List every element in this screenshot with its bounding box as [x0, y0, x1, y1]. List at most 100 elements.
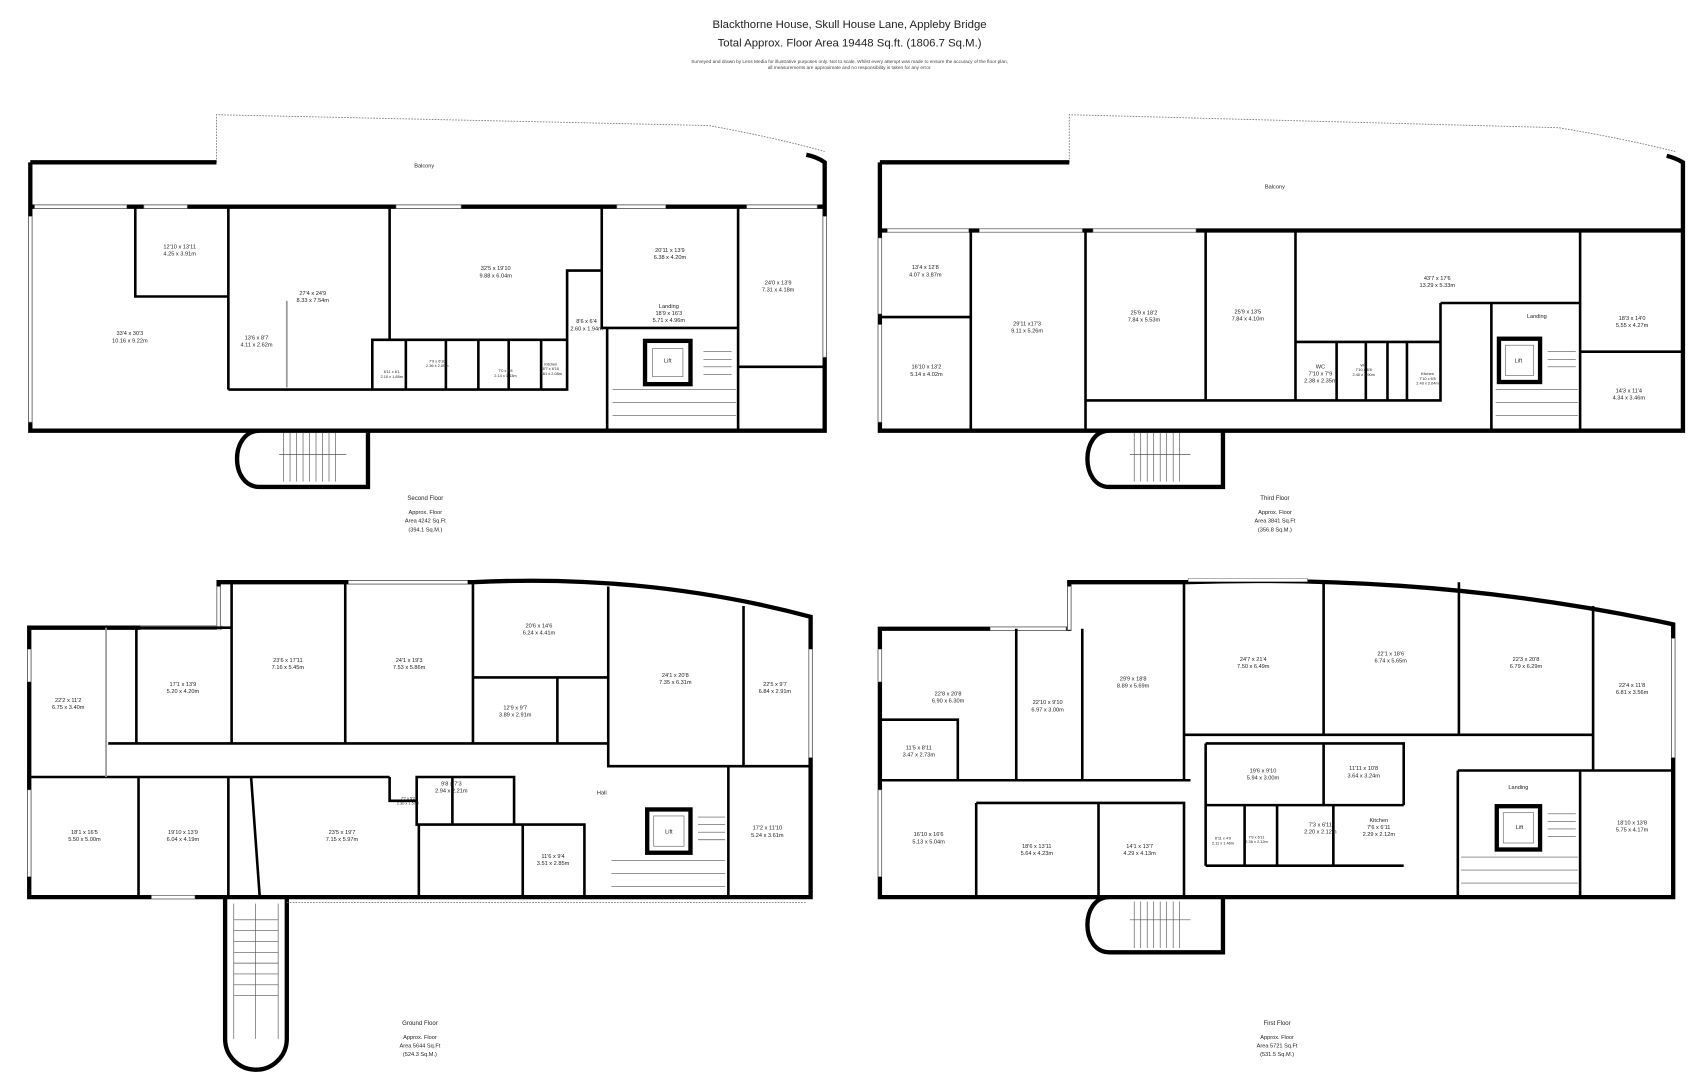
- room-dimensions-metric: 5.94 x 3.00m: [1247, 775, 1280, 781]
- room-dimensions-imperial: 7'10 x 7'9: [1309, 372, 1333, 378]
- room-dimensions-imperial: 7'10 x 6'8: [1355, 367, 1371, 372]
- room-label: 6'11 x 6'12.10 x 1.85m: [381, 369, 403, 379]
- room-dimensions-imperial: 18'6 x 13'11: [1022, 844, 1051, 850]
- room-label: 22'3 x 20'86.79 x 6.29m: [1510, 657, 1543, 670]
- room-dimensions-imperial: 6'11 x 4'9: [1215, 836, 1231, 841]
- room-label: 33'4 x 30'310.16 x 9.22m: [112, 331, 148, 344]
- room-dimensions-imperial: 23'6 x 17'11: [273, 658, 302, 664]
- room-dimensions-imperial: 29'9 x 18'8: [1120, 676, 1147, 682]
- room-dimensions-metric: 3.47 x 2.73m: [903, 753, 936, 759]
- room-dimensions-metric: 2.36 x 2.12m: [1245, 839, 1267, 844]
- room-dimensions-metric: 3.64 x 3.24m: [1347, 773, 1380, 779]
- room-label: 22'5 x 9'76.84 x 2.91m: [759, 682, 792, 695]
- disclaimer-line-2: all measurements are approximate and no …: [768, 65, 932, 71]
- plan-subtitle: Total Approx. Floor Area 19448 Sq.ft. (1…: [718, 38, 982, 50]
- room-dimensions-metric: 7.53 x 5.86m: [393, 665, 426, 671]
- room-dimensions-metric: 10.16 x 9.22m: [112, 338, 148, 344]
- room-label: 22'8 x 20'86.90 x 6.30m: [932, 692, 965, 705]
- room-label: 43'7 x 17'613.29 x 5.33m: [1419, 276, 1455, 289]
- room-dimensions-metric: 7.84 x 5.53m: [1128, 318, 1161, 324]
- balcony-label: Balcony: [414, 164, 434, 170]
- room-dimensions-metric: 5.14 x 4.02m: [910, 372, 943, 378]
- room-dimensions-metric: 2.61 x 2.08m: [540, 371, 562, 376]
- room-label: 29'11 x17'39.11 x 5.26m: [1011, 321, 1043, 334]
- room-dimensions-imperial: 11'5 x 8'11: [906, 746, 932, 752]
- floor-area-sqm: (394.1 Sq.M.): [408, 527, 442, 533]
- room-dimensions-metric: 2.29 x 2.12m: [1363, 832, 1396, 838]
- room-name: Kitchen: [1369, 818, 1388, 824]
- room-dimensions-imperial: 19'6 x 9'10: [1250, 768, 1277, 774]
- room-dimensions-metric: 2.36 x 2.09m: [426, 363, 448, 368]
- floor-area-sqm: (524.3 Sq.M.): [403, 1052, 437, 1058]
- room-label: 18'1 x 16'55.50 x 5.00m: [68, 830, 101, 843]
- room-dimensions-metric: 4.11 x 2.62m: [240, 343, 272, 349]
- room-dimensions-metric: 2.14 x 1.43m: [494, 373, 516, 378]
- room-dimensions-metric: 6.97 x 3.00m: [1031, 707, 1064, 713]
- room-label: 7'9 x 6'112.36 x 2.12m: [1245, 834, 1267, 844]
- room-label: 17'2 x 11'105.24 x 3.61m: [751, 826, 784, 839]
- room-dimensions-metric: 5.71 x 4.96m: [653, 318, 686, 324]
- room-name: Landing: [659, 304, 679, 310]
- room-dimensions-metric: 2.11 x 1.46m: [1212, 840, 1234, 845]
- room-label: 22'2 x 11'26.75 x 3.40m: [52, 698, 85, 711]
- room-dimensions-imperial: 22'8 x 20'8: [935, 692, 962, 698]
- room-dimensions-imperial: 18'3 x 14'0: [1619, 316, 1646, 322]
- room-dimensions-imperial: 14'1 x 13'7: [1126, 844, 1153, 850]
- floor-area-caption: Approx. Floor: [403, 1035, 437, 1041]
- floor-area-sqft: Area 4242 Sq.Ft: [405, 519, 446, 525]
- room-label: 25'9 x 18'27.84 x 5.53m: [1128, 311, 1161, 324]
- room-dimensions-imperial: 20'6 x 14'6: [526, 623, 553, 629]
- floor-area-sqft: Area 3841 Sq.Ft: [1254, 519, 1295, 525]
- room-dimensions-metric: 6.04 x 4.19m: [167, 837, 200, 843]
- room-label: 18'3 x 14'05.55 x 4.27m: [1616, 316, 1649, 329]
- room-dimensions-imperial: 7'9 x 6'10: [429, 358, 445, 363]
- room-dimensions-imperial: 25'9 x 18'2: [1131, 311, 1158, 317]
- room-dimensions-metric: 6.84 x 2.91m: [759, 689, 792, 695]
- room-dimensions-imperial: 33'4 x 30'3: [116, 331, 143, 337]
- room-dimensions-imperial: 20'11 x 13'9: [655, 248, 684, 254]
- room-dimensions-imperial: 24'0 x 13'9: [765, 280, 792, 286]
- room-label: 22'10 x 9'106.97 x 3.00m: [1031, 700, 1064, 713]
- room-dimensions-metric: 3.51 x 2.85m: [537, 861, 570, 867]
- room-label: 23'5 x 19'77.15 x 5.97m: [326, 830, 359, 843]
- room-label: 22'4 x 11'86.81 x 3.56m: [1616, 683, 1649, 696]
- room-dimensions-metric: 9.11 x 5.26m: [1011, 329, 1043, 335]
- room-label: 13'6 x 8'74.11 x 2.62m: [240, 335, 272, 348]
- room-label: 24'1 x 19'37.53 x 5.86m: [393, 658, 426, 671]
- room-dimensions-imperial: 24'7 x 21'4: [1240, 657, 1267, 663]
- landing-label: Landing: [1527, 314, 1547, 320]
- room-dimensions-metric: 7.31 x 4.18m: [762, 287, 795, 293]
- first-floor-plan: Landing Lift First Floor Approx. Floor A…: [877, 578, 1676, 1058]
- lift-label: Lift: [1515, 359, 1523, 365]
- disclaimer-line-1: Surveyed and drawn by Lens Media for ill…: [691, 59, 1008, 65]
- room-dimensions-imperial: 23'5 x 19'7: [329, 830, 356, 836]
- floor-area-sqm: (531.5 Sq.M.): [1260, 1052, 1294, 1058]
- room-dimensions-metric: 8.89 x 5.69m: [1117, 683, 1150, 689]
- room-dimensions-imperial: 18'10 x 13'8: [1617, 820, 1647, 826]
- room-label: WC7'10 x 6'82.40 x 1.90m: [1352, 362, 1374, 377]
- room-dimensions-imperial: 17'1 x 13'9: [170, 682, 197, 688]
- room-dimensions-metric: 4.29 x 4.13m: [1123, 851, 1156, 857]
- hall-label: Hall: [597, 790, 607, 796]
- room-dimensions-imperial: 22'2 x 11'2: [55, 698, 81, 704]
- balcony-label: Balcony: [1265, 184, 1285, 190]
- room-dimensions-metric: 5.64 x 4.23m: [1021, 851, 1054, 857]
- room-dimensions-imperial: 12'10 x 13'11: [163, 245, 196, 251]
- room-dimensions-imperial: 11'6 x 9'4: [541, 854, 564, 860]
- room-label: 32'5 x 19'109.88 x 6.04m: [479, 266, 512, 279]
- room-dimensions-metric: 2.94 x 2.21m: [435, 788, 468, 794]
- floor-area-sqft: Area 5644 Sq.Ft: [399, 1044, 440, 1050]
- room-dimensions-imperial: 16'10 x 13'2: [911, 365, 941, 371]
- floor-name: Third Floor: [1260, 496, 1289, 502]
- room-label: 23'6 x 17'117.16 x 5.45m: [272, 658, 305, 671]
- landing-label: Landing: [1508, 785, 1528, 791]
- room-label: 19'10 x 13'96.04 x 4.19m: [167, 830, 200, 843]
- room-dimensions-imperial: 19'10 x 13'9: [168, 830, 198, 836]
- room-dimensions-imperial: 11'11 x 10'8: [1349, 766, 1378, 772]
- room-dimensions-imperial: 32'5 x 19'10: [481, 266, 511, 272]
- lift-label: Lift: [665, 829, 673, 835]
- room-dimensions-metric: 3.89 x 2.91m: [499, 713, 532, 719]
- room-dimensions-imperial: 8'6 x 6'4: [576, 319, 597, 325]
